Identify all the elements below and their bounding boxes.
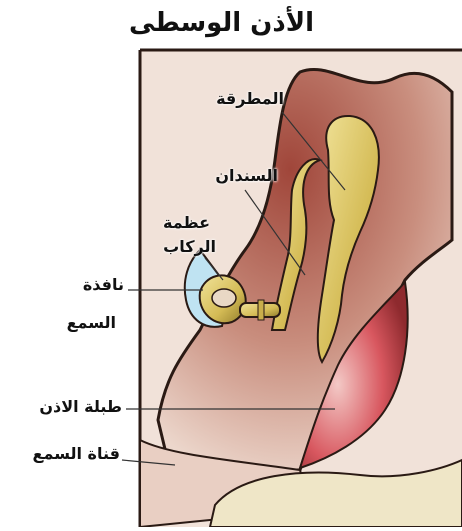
label-stapes-line2: الركاب: [163, 237, 216, 256]
label-oval-window-line1: نافذة: [83, 275, 124, 294]
label-incus: السندان: [215, 166, 278, 185]
diagram-title: الأذن الوسطى: [129, 8, 314, 38]
label-ear-canal: قناة السمع: [33, 444, 120, 463]
label-malleus: المطرقة: [216, 89, 284, 108]
label-eardrum: طبلة الاذن: [39, 397, 122, 416]
label-stapes-line1: عظمة: [163, 213, 210, 232]
label-oval-window-line2: السمع: [67, 313, 116, 332]
